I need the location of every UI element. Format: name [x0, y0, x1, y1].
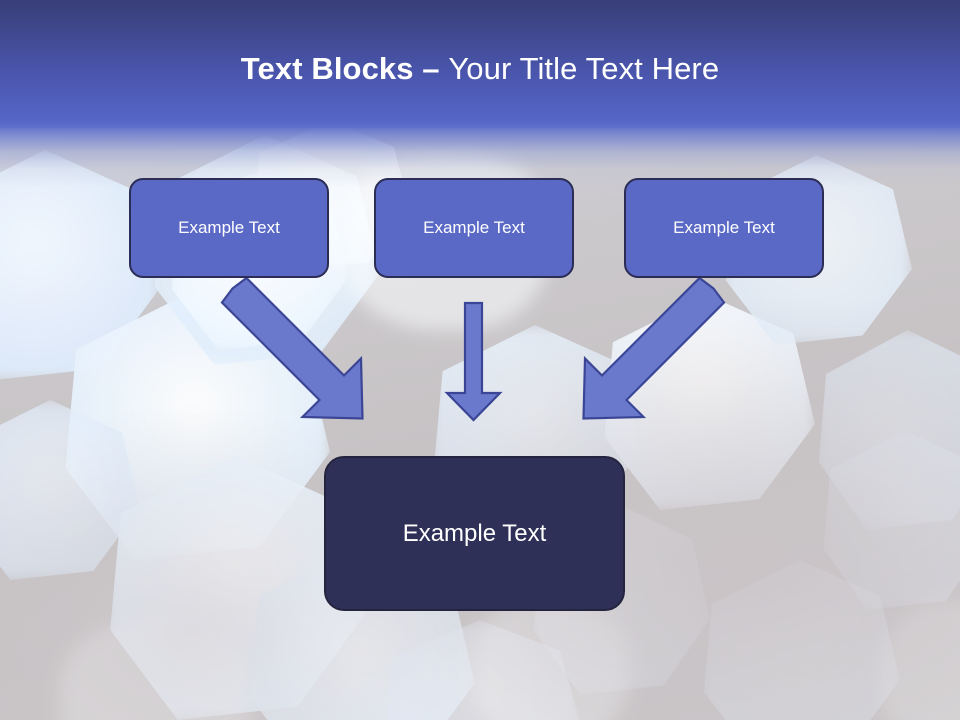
page-title-regular: Your Title Text Here: [448, 51, 720, 86]
bokeh-blob: [470, 600, 630, 720]
page-title-dash: –: [413, 51, 449, 86]
bottom-box[interactable]: Example Text: [324, 456, 625, 611]
page-title: Text Blocks – Your Title Text Here: [0, 48, 960, 90]
top-box-3[interactable]: Example Text: [624, 178, 824, 278]
top-box-2-label: Example Text: [423, 218, 525, 237]
header-gradient-fade: [0, 124, 960, 188]
top-box-1[interactable]: Example Text: [129, 178, 329, 278]
header-band: [0, 0, 960, 128]
top-box-2[interactable]: Example Text: [374, 178, 574, 278]
top-box-1-label: Example Text: [178, 218, 280, 237]
bokeh-blob: [60, 620, 250, 720]
top-box-3-label: Example Text: [673, 218, 775, 237]
bottom-box-label: Example Text: [402, 519, 547, 547]
page-title-bold: Text Blocks: [240, 51, 414, 86]
